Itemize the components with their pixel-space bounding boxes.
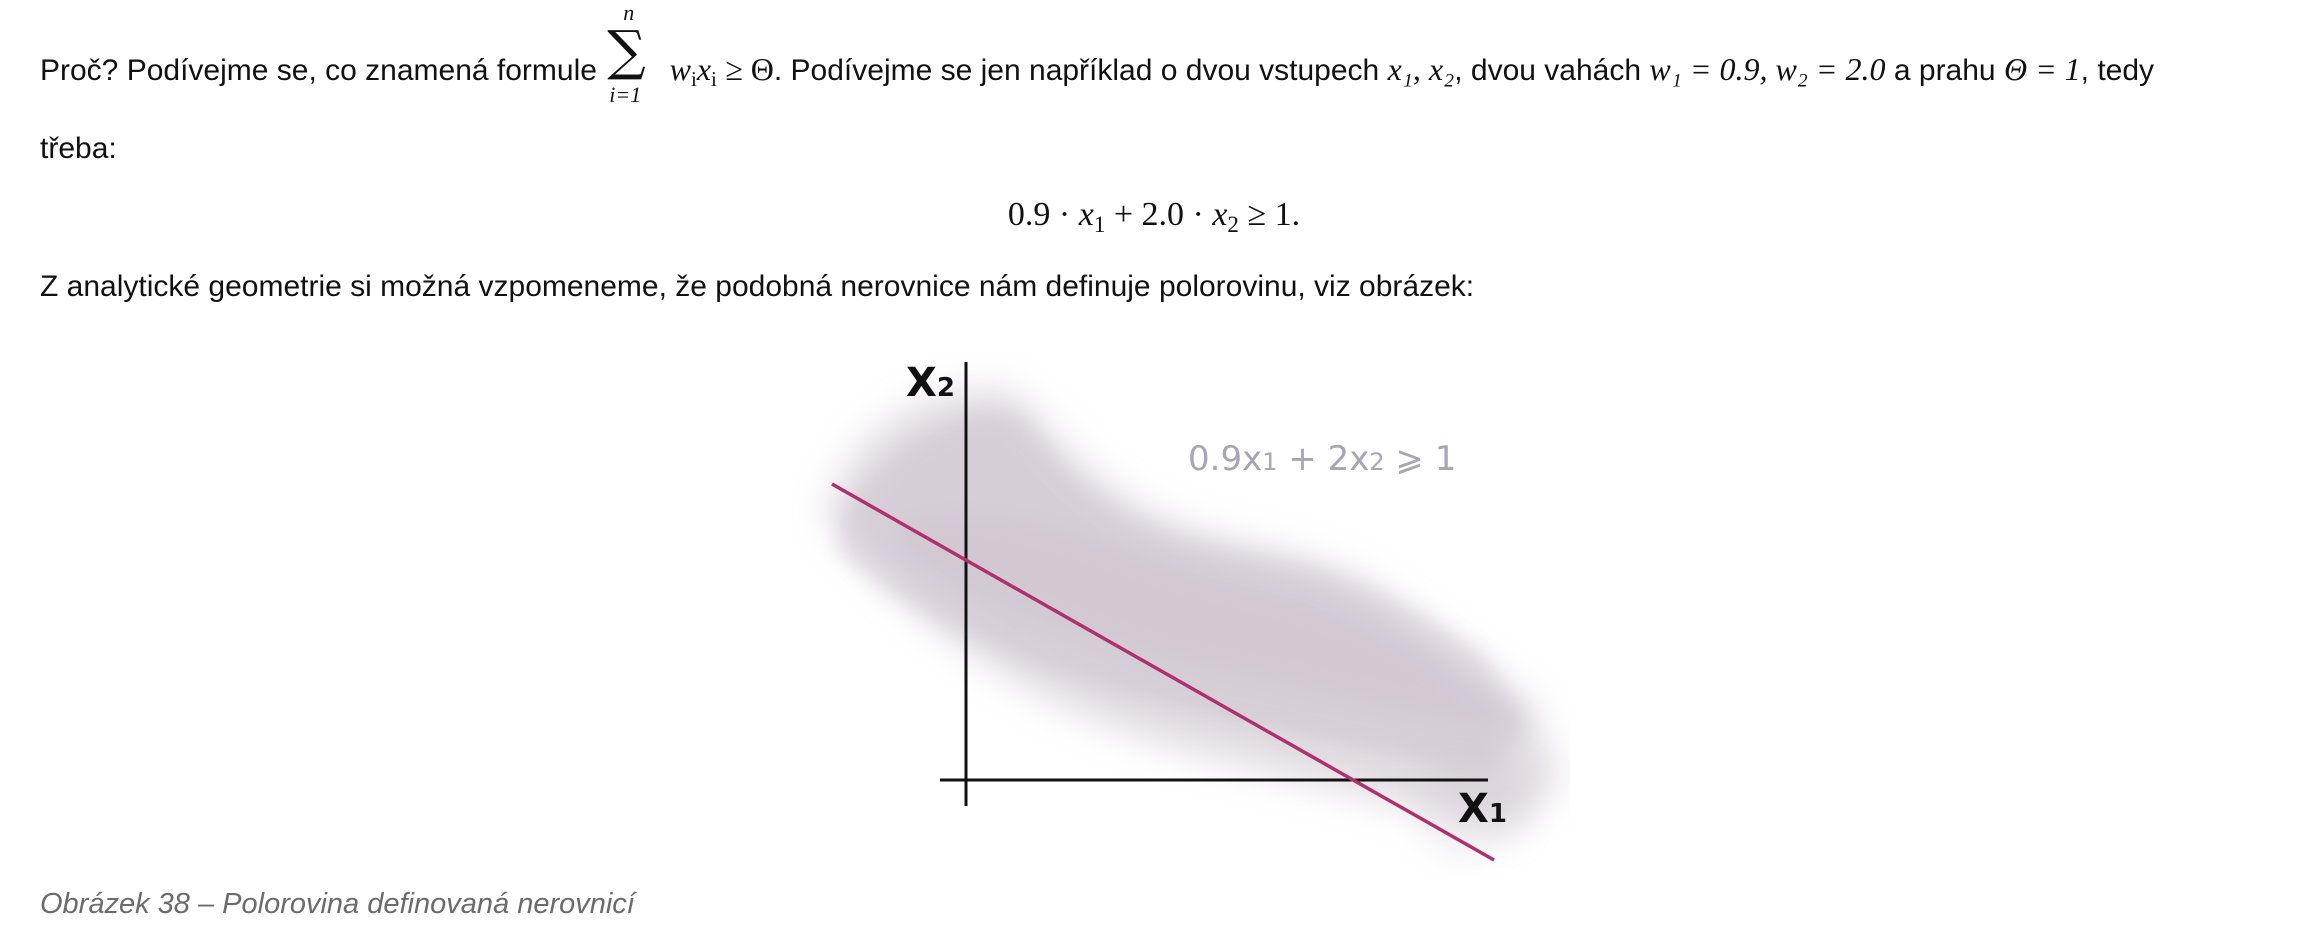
boundary-line bbox=[831, 482, 1495, 862]
paragraph-text: , dvou vahách bbox=[1454, 54, 1642, 87]
summation-lower-limit: i=1 bbox=[609, 82, 642, 107]
paragraph-1-line-1: Proč? Podívejme se, co znamená formule n… bbox=[40, 0, 2155, 107]
region-inequality-label: 0.9x1 + 2x2 ⩾ 1 bbox=[1188, 439, 1456, 479]
half-plane-region bbox=[830, 388, 1560, 857]
paragraph-text: , tedy bbox=[2080, 54, 2155, 87]
paragraph-text: Z analytické geometrie si možná vzpomene… bbox=[40, 270, 1475, 303]
paragraph-2: Z analytické geometrie si možná vzpomene… bbox=[40, 270, 1474, 304]
formula-relation: ≥ Θ bbox=[725, 51, 774, 87]
paragraph-1-line-2: třeba: bbox=[40, 132, 117, 166]
formula-term: wixi bbox=[669, 51, 717, 91]
display-equation: 0.9 · x1 + 2.0 · x2 ≥ 1. bbox=[1007, 196, 1301, 237]
x-axis-label: X1 bbox=[1458, 786, 1507, 832]
y-axis-label: X2 bbox=[906, 360, 955, 406]
paragraph-text: . Podívejme se jen například o dvou vstu… bbox=[773, 54, 1380, 87]
paragraph-text: třeba: bbox=[40, 132, 117, 165]
summation-symbol: n ∑ i=1 bbox=[607, 0, 646, 107]
half-plane-figure: X2 X1 0.9x1 + 2x2 ⩾ 1 bbox=[830, 360, 1560, 862]
inputs-math: x₁, x₂ bbox=[1387, 51, 1455, 87]
weights-math: w₁ = 0.9, w₂ = 2.0 bbox=[1649, 51, 1886, 87]
threshold-math: Θ = 1 bbox=[2003, 51, 2081, 87]
paragraph-text: a prahu bbox=[1893, 54, 1996, 87]
paragraph-text: Proč? Podívejme se, co znamená formule bbox=[40, 54, 597, 87]
summation-upper-limit: n bbox=[623, 0, 635, 25]
figure-caption: Obrázek 38 – Polorovina definovaná nerov… bbox=[40, 888, 635, 920]
